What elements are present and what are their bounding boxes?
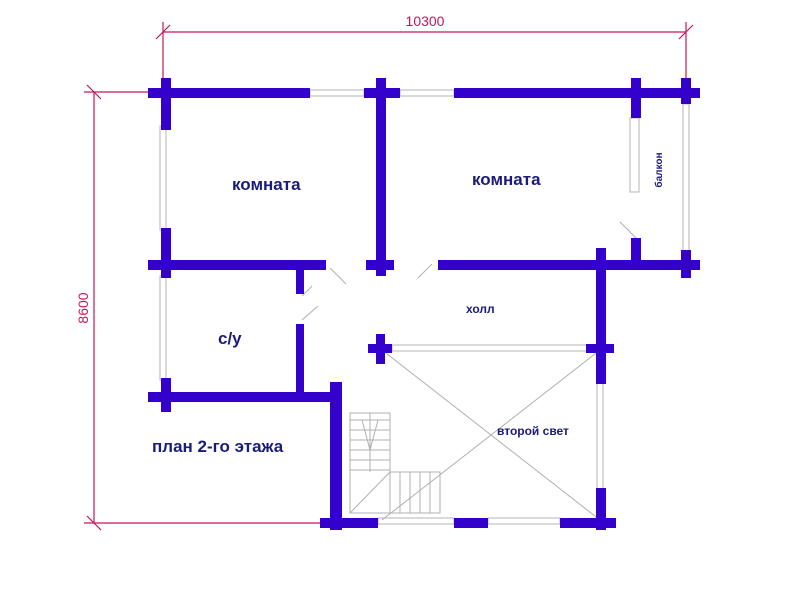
window-bottom-right — [487, 517, 561, 525]
width-label: 10300 — [406, 13, 445, 29]
windows — [159, 89, 690, 525]
dimension-height: 8600 — [75, 84, 322, 531]
door-swings — [301, 221, 637, 321]
second-light-cross — [381, 349, 601, 521]
staircase — [349, 412, 441, 514]
window-top-left — [309, 89, 365, 97]
bathroom-label: с/у — [218, 329, 242, 348]
window-left-lower — [159, 275, 167, 381]
window-top-middle — [399, 89, 455, 97]
window-second-light-right — [596, 382, 604, 494]
window-hall-partition — [391, 344, 595, 352]
plan-title: план 2-го этажа — [152, 437, 284, 456]
window-bottom-left — [377, 517, 455, 525]
hall-label: холл — [466, 302, 495, 316]
balcony-door-frame — [629, 117, 640, 193]
window-left-upper — [159, 125, 167, 231]
room-left-label: комната — [232, 175, 301, 194]
walls — [148, 78, 700, 530]
balcony-label: балкон — [653, 152, 665, 187]
height-label: 8600 — [75, 292, 91, 323]
dimension-width: 10300 — [155, 13, 694, 92]
second-light-label: второй свет — [497, 424, 569, 438]
room-right-label: комната — [472, 170, 541, 189]
window-right-balcony — [682, 103, 690, 253]
